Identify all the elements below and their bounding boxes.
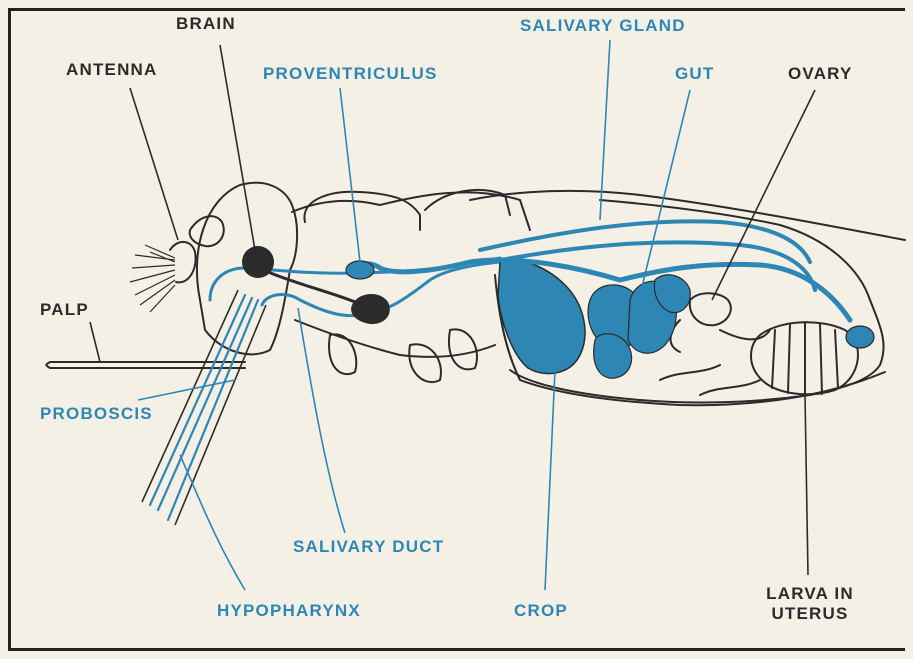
label-gut: GUT [675, 64, 714, 84]
leader-palp [90, 322, 100, 362]
leader-antenna [130, 88, 178, 240]
label-proventriculus: PROVENTRICULUS [263, 64, 438, 84]
label-hypopharynx: HYPOPHARYNX [217, 601, 361, 621]
proventriculus-bulb [346, 261, 374, 279]
leader-ovary [712, 90, 815, 300]
label-larva-in-uterus: LARVA IN UTERUS [754, 584, 866, 624]
nerve-cord [268, 272, 355, 302]
thorax-underside [295, 320, 495, 357]
abdomen-trachea [660, 365, 760, 395]
thoracic-ganglion [351, 294, 390, 324]
leader-brain [220, 45, 255, 250]
thorax-outline [292, 192, 530, 230]
label-proboscis: PROBOSCIS [40, 404, 153, 424]
gut-coils [588, 275, 690, 378]
ovary-outline [690, 293, 731, 325]
label-palp: PALP [40, 300, 89, 320]
label-salivary-gland: SALIVARY GLAND [520, 16, 686, 36]
wing-base [304, 192, 420, 230]
arista-hair [130, 245, 175, 312]
rectum [846, 326, 874, 348]
leg-coxa-2 [409, 344, 441, 382]
label-larva-line1: LARVA IN [754, 584, 866, 604]
label-ovary: OVARY [788, 64, 853, 84]
label-salivary-duct: SALIVARY DUCT [293, 537, 444, 557]
leader-proventriculus [340, 88, 360, 262]
leader-gut [640, 90, 690, 295]
leader-hypopharynx [180, 455, 245, 590]
abdomen-outline [470, 191, 905, 240]
body-outline [46, 183, 905, 405]
leader-salivary-duct [298, 308, 345, 533]
leg-coxa-3 [449, 329, 477, 369]
leader-lines-dark [90, 45, 815, 575]
label-crop: CROP [514, 601, 568, 621]
label-antenna: ANTENNA [66, 60, 158, 80]
ovary-tubule [671, 320, 770, 352]
leader-larva [805, 395, 808, 575]
label-brain: BRAIN [176, 14, 236, 34]
antenna-arista [130, 245, 175, 312]
proboscis-stylet-1 [150, 295, 245, 505]
leader-crop [545, 370, 555, 590]
larva-segments [772, 322, 838, 395]
proboscis-stylet-3 [168, 300, 258, 520]
label-larva-line2: UTERUS [754, 604, 866, 624]
